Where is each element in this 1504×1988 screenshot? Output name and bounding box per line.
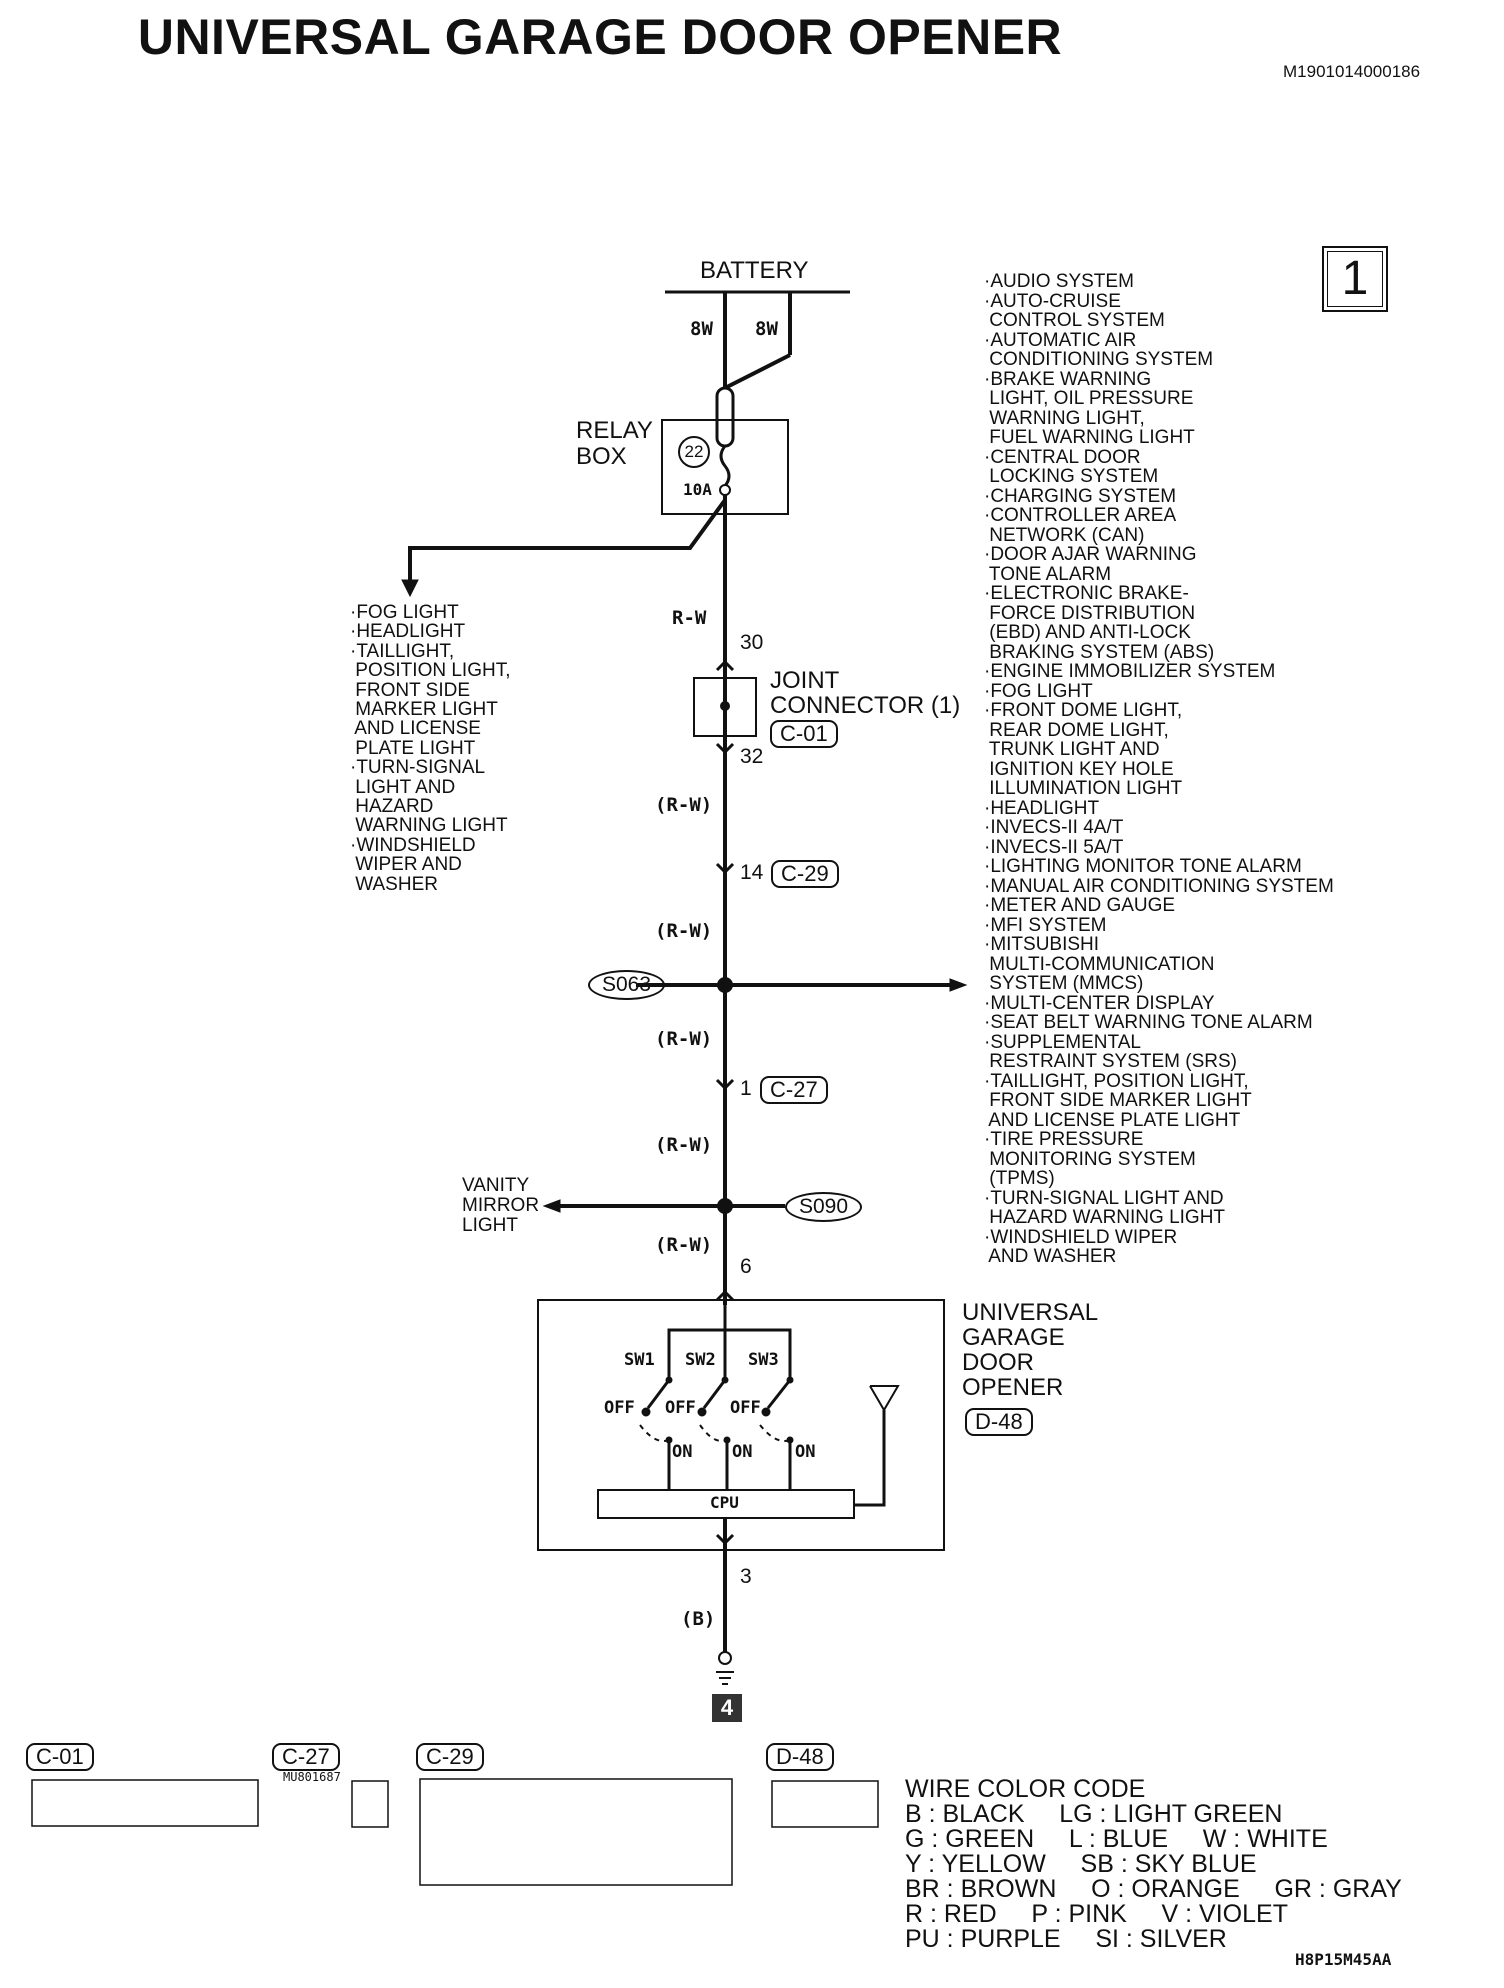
wire-color-label: (R-W) xyxy=(655,920,713,942)
joint-connector-label: CONNECTOR (1) xyxy=(770,692,961,719)
joint-connector-label: JOINT xyxy=(770,667,840,694)
off-label: OFF xyxy=(730,1398,761,1418)
connector-faces xyxy=(31,1778,879,1886)
switch-label: SW2 xyxy=(685,1350,716,1370)
ugdo-label: GARAGE xyxy=(962,1324,1065,1351)
on-label: ON xyxy=(672,1442,693,1462)
wire-color-label: R-W xyxy=(672,607,707,629)
page-number-box: 1 xyxy=(1322,246,1388,312)
splice-s090: S090 xyxy=(785,1192,863,1222)
pin-number: 1 xyxy=(740,1077,752,1100)
off-label: OFF xyxy=(665,1398,696,1418)
connector-tag-d48-face: D-48 xyxy=(766,1743,834,1771)
ugdo-label: OPENER xyxy=(962,1374,1064,1401)
wire-size-label: 8W xyxy=(690,318,713,340)
wire-color-label: (R-W) xyxy=(655,1134,713,1156)
figure-code: H8P15M45AA xyxy=(1295,1950,1392,1969)
part-number: MU801687 xyxy=(283,1770,341,1784)
connector-tag-c29-face: C-29 xyxy=(416,1743,484,1771)
switch-label: SW3 xyxy=(748,1350,779,1370)
relay-box-label: BOX xyxy=(576,443,627,470)
page-title: UNIVERSAL GARAGE DOOR OPENER xyxy=(137,9,1063,65)
wire-color-label: (R-W) xyxy=(655,1234,713,1256)
wire-color-label: (B) xyxy=(681,1608,716,1630)
on-label: ON xyxy=(795,1442,816,1462)
ugdo-label: DOOR xyxy=(962,1349,1034,1376)
vanity-label: LIGHT xyxy=(462,1215,518,1236)
ground-marker: 4 xyxy=(712,1694,742,1722)
relay-box-label: RELAY xyxy=(576,417,653,444)
connector-tag-c29: C-29 xyxy=(771,860,839,888)
off-label: OFF xyxy=(604,1398,635,1418)
fuse-rating: 10A xyxy=(683,480,712,499)
vanity-label: VANITY xyxy=(462,1175,530,1196)
switch-label: SW1 xyxy=(624,1350,655,1370)
system-list: ·AUDIO SYSTEM ·AUTO-CRUISE CONTROL SYSTE… xyxy=(984,271,1334,1267)
wire-size-label: 8W xyxy=(755,318,778,340)
ugdo-label: UNIVERSAL xyxy=(962,1299,1099,1326)
wire-color-code: WIRE COLOR CODE B : BLACK LG : LIGHT GRE… xyxy=(905,1775,1402,1953)
document-id: M1901014000186 xyxy=(1283,62,1421,81)
pin-number: 14 xyxy=(740,861,764,884)
wire-color-label: (R-W) xyxy=(655,794,713,816)
pin-number: 32 xyxy=(740,745,764,768)
pin-number: 6 xyxy=(740,1255,752,1278)
battery-label: BATTERY xyxy=(700,257,809,284)
pin-number: 3 xyxy=(740,1565,752,1588)
fuse-number: 22 xyxy=(678,436,710,468)
fog-light-branch-list: ·FOG LIGHT ·HEADLIGHT ·TAILLIGHT, POSITI… xyxy=(350,602,511,895)
connector-tag-c27-face: C-27 xyxy=(272,1743,340,1771)
wire-color-label: (R-W) xyxy=(655,1028,713,1050)
connector-tag-c01-face: C-01 xyxy=(26,1743,94,1771)
cpu-label: CPU xyxy=(710,1493,739,1512)
connector-tag-d48: D-48 xyxy=(965,1408,1033,1436)
vanity-label: MIRROR xyxy=(462,1195,540,1216)
connector-tag-c27: C-27 xyxy=(760,1076,828,1104)
on-label: ON xyxy=(732,1442,753,1462)
pin-number: 30 xyxy=(740,631,764,654)
splice-s063: S063 xyxy=(588,970,666,1000)
connector-tag-c01: C-01 xyxy=(770,720,838,748)
